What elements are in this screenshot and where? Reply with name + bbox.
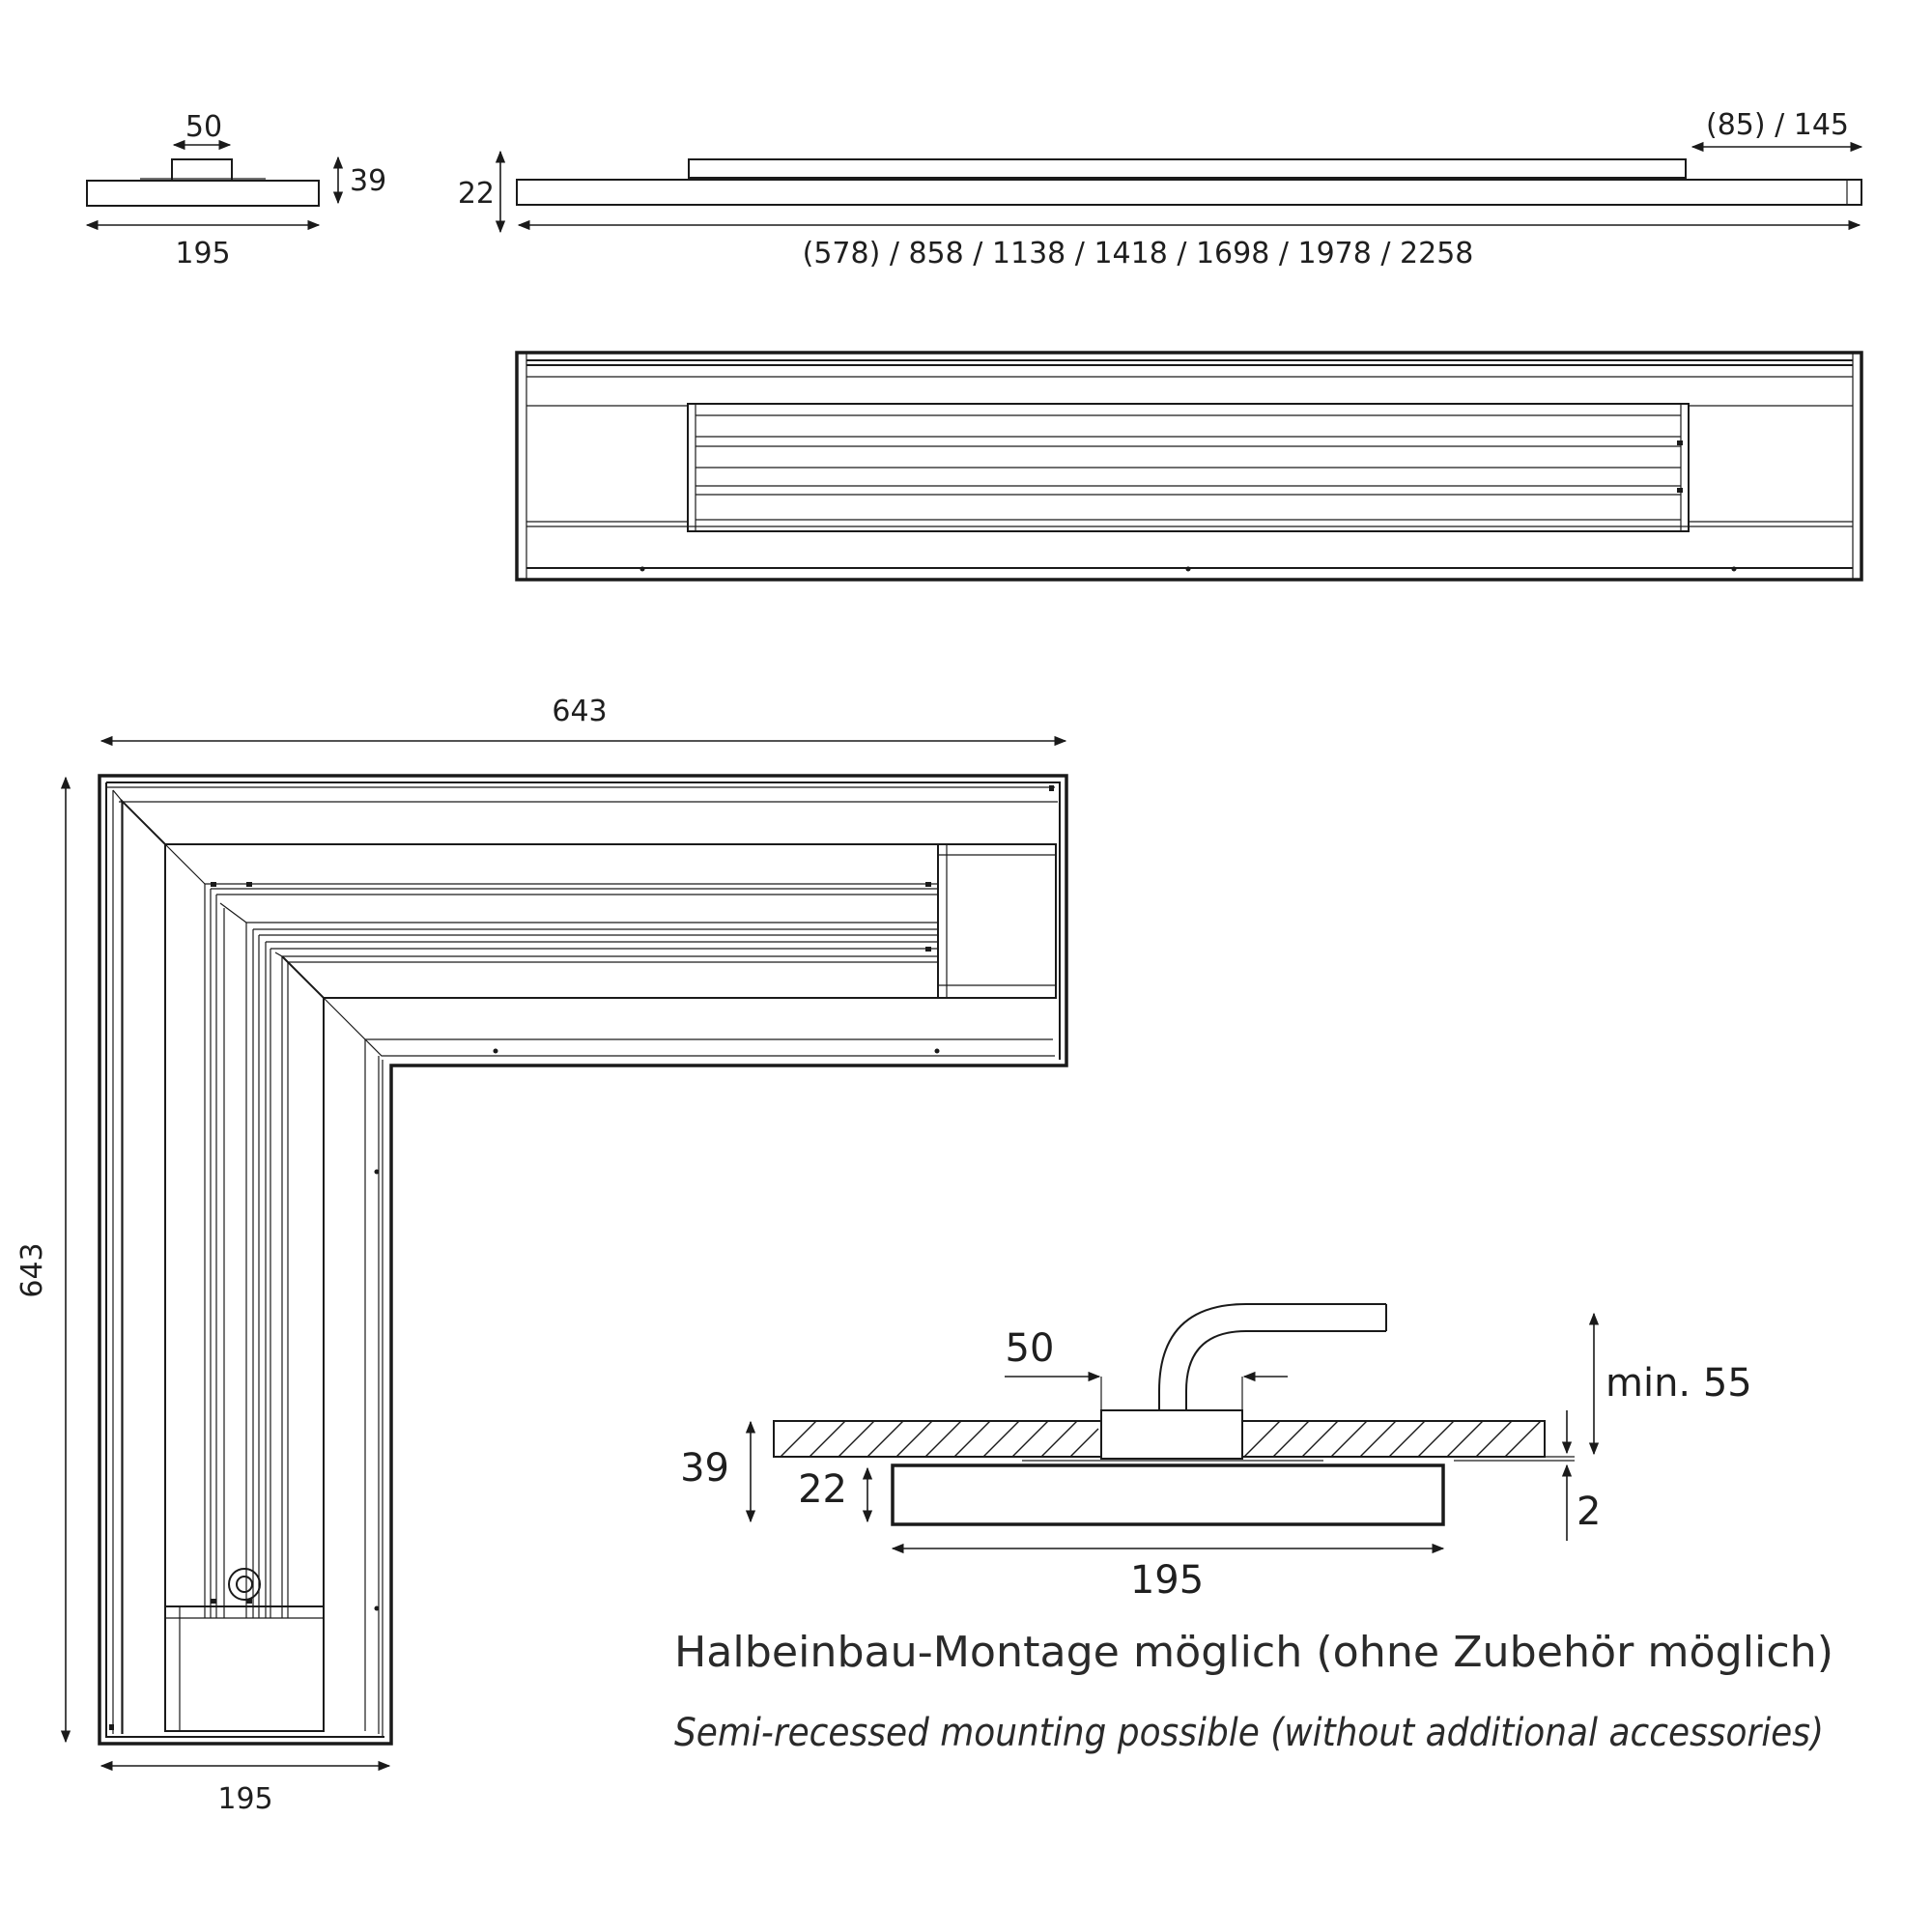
dim-section-min: min. 55: [1605, 1361, 1752, 1406]
plan-view: [515, 351, 1863, 582]
dim-end-base: 195: [175, 237, 230, 270]
dim-section-gap: 2: [1577, 1490, 1601, 1534]
dim-end-width: 50: [185, 110, 222, 144]
side-view: [495, 141, 1863, 234]
end-view: [85, 139, 344, 231]
dim-side-end: (85) / 145: [1706, 108, 1849, 142]
dim-corner-left: 643: [15, 1242, 49, 1297]
dim-side-height: 22: [458, 177, 495, 211]
dim-corner-top: 643: [552, 695, 607, 728]
section-view: [745, 1303, 1600, 1554]
caption-english: Semi-recessed mounting possible (without…: [674, 1711, 1824, 1755]
caption-german: Halbeinbau-Montage möglich (ohne Zubehör…: [674, 1628, 1833, 1677]
dim-corner-bottom: 195: [217, 1782, 272, 1816]
corner-view: [60, 735, 1068, 1772]
dim-section-width: 195: [1130, 1558, 1204, 1603]
dim-section-total: 39: [680, 1446, 729, 1491]
dim-side-lengths: (578) / 858 / 1138 / 1418 / 1698 / 1978 …: [803, 237, 1474, 270]
dim-section-box: 50: [1006, 1326, 1055, 1371]
dim-section-body: 22: [798, 1467, 847, 1512]
dim-end-height: 39: [350, 164, 386, 198]
